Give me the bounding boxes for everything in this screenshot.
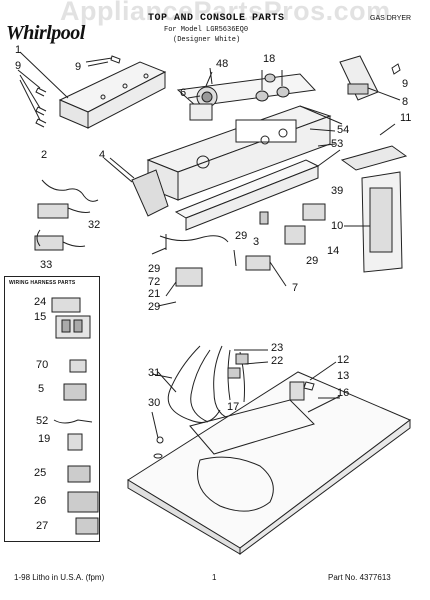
cover-11-drawing [340,145,408,171]
callout-19: 19 [38,433,51,445]
callout-17: 17 [227,401,240,413]
harness-parts-drawings [51,297,99,535]
control-bracket-drawing [174,149,341,231]
footer-print-info: 1-98 Litho in U.S.A. (fpm) [14,573,105,582]
callout-27: 27 [36,520,49,532]
callout-11: 11 [400,112,412,124]
main-harness-drawing [151,345,249,423]
watermark: AppliancePartsPros.com [60,0,391,26]
callout-54: 54 [337,124,350,136]
leader-lines [87,61,396,439]
callout-8: 8 [402,96,409,108]
console-panel-drawing [146,105,343,201]
model-number: For Model LGR5636EQ0 [164,26,249,34]
document-type: GAS DRYER [370,15,412,22]
end-cap-drawing [109,157,169,217]
callout-33: 33 [40,259,53,271]
callout-3: 3 [253,236,260,248]
top-panel-drawing [127,371,411,555]
switch-drawings [245,203,326,287]
wiring-harness-parts-box [4,276,100,542]
console-top-drawing [176,67,317,121]
page-title: TOP AND CONSOLE PARTS [148,13,285,24]
callout-9-top: 9 [75,61,82,73]
callout-53: 53 [331,138,344,150]
callout-48: 48 [216,58,229,70]
callout-70: 70 [36,359,49,371]
wiring-harness-title: WIRING HARNESS PARTS [9,280,76,286]
left-harness-drawings [34,179,99,251]
callout-29-center: 29 [235,230,248,242]
callout-29-lower: 29 [148,301,161,313]
brand-logo: Whirlpool [6,22,85,44]
designer-color: (Designer White) [173,36,241,44]
callout-6: 6 [180,87,187,99]
callout-2: 2 [41,149,48,161]
callout-29-right: 29 [306,255,319,267]
callout-5: 5 [38,383,45,395]
knob-drawings [255,70,290,102]
callout-22: 22 [271,355,284,367]
callout-14: 14 [327,245,340,257]
callout-32: 32 [88,219,101,231]
rear-panel-drawing [339,55,401,101]
callout-16: 16 [337,387,350,399]
callout-9-right: 9 [402,78,409,90]
callout-1: 1 [15,44,22,56]
callout-7: 7 [292,282,299,294]
callout-24: 24 [34,296,47,308]
callout-21: 21 [148,288,161,300]
callout-23: 23 [271,342,284,354]
timer-bracket-drawing [352,171,403,273]
callout-39: 39 [331,185,344,197]
callout-31: 31 [148,367,161,379]
callout-26: 26 [34,495,47,507]
callout-12: 12 [337,354,350,366]
screw-drawings [35,55,121,128]
callout-4: 4 [99,149,106,161]
callout-72: 72 [148,276,161,288]
callout-15: 15 [34,311,47,323]
callout-30: 30 [148,397,161,409]
callout-25: 25 [34,467,47,479]
callout-13: 13 [337,370,350,382]
rear-bracket-drawing [17,51,167,129]
callout-18: 18 [263,53,276,65]
callout-52: 52 [36,415,49,427]
callout-9-left: 9 [15,60,22,72]
footer-page-number: 1 [212,573,217,582]
lower-bracket-drawing [159,234,237,297]
footer-part-number: Part No. 4377613 [328,573,391,582]
callout-10: 10 [331,220,344,232]
callout-29-left: 29 [148,263,161,275]
